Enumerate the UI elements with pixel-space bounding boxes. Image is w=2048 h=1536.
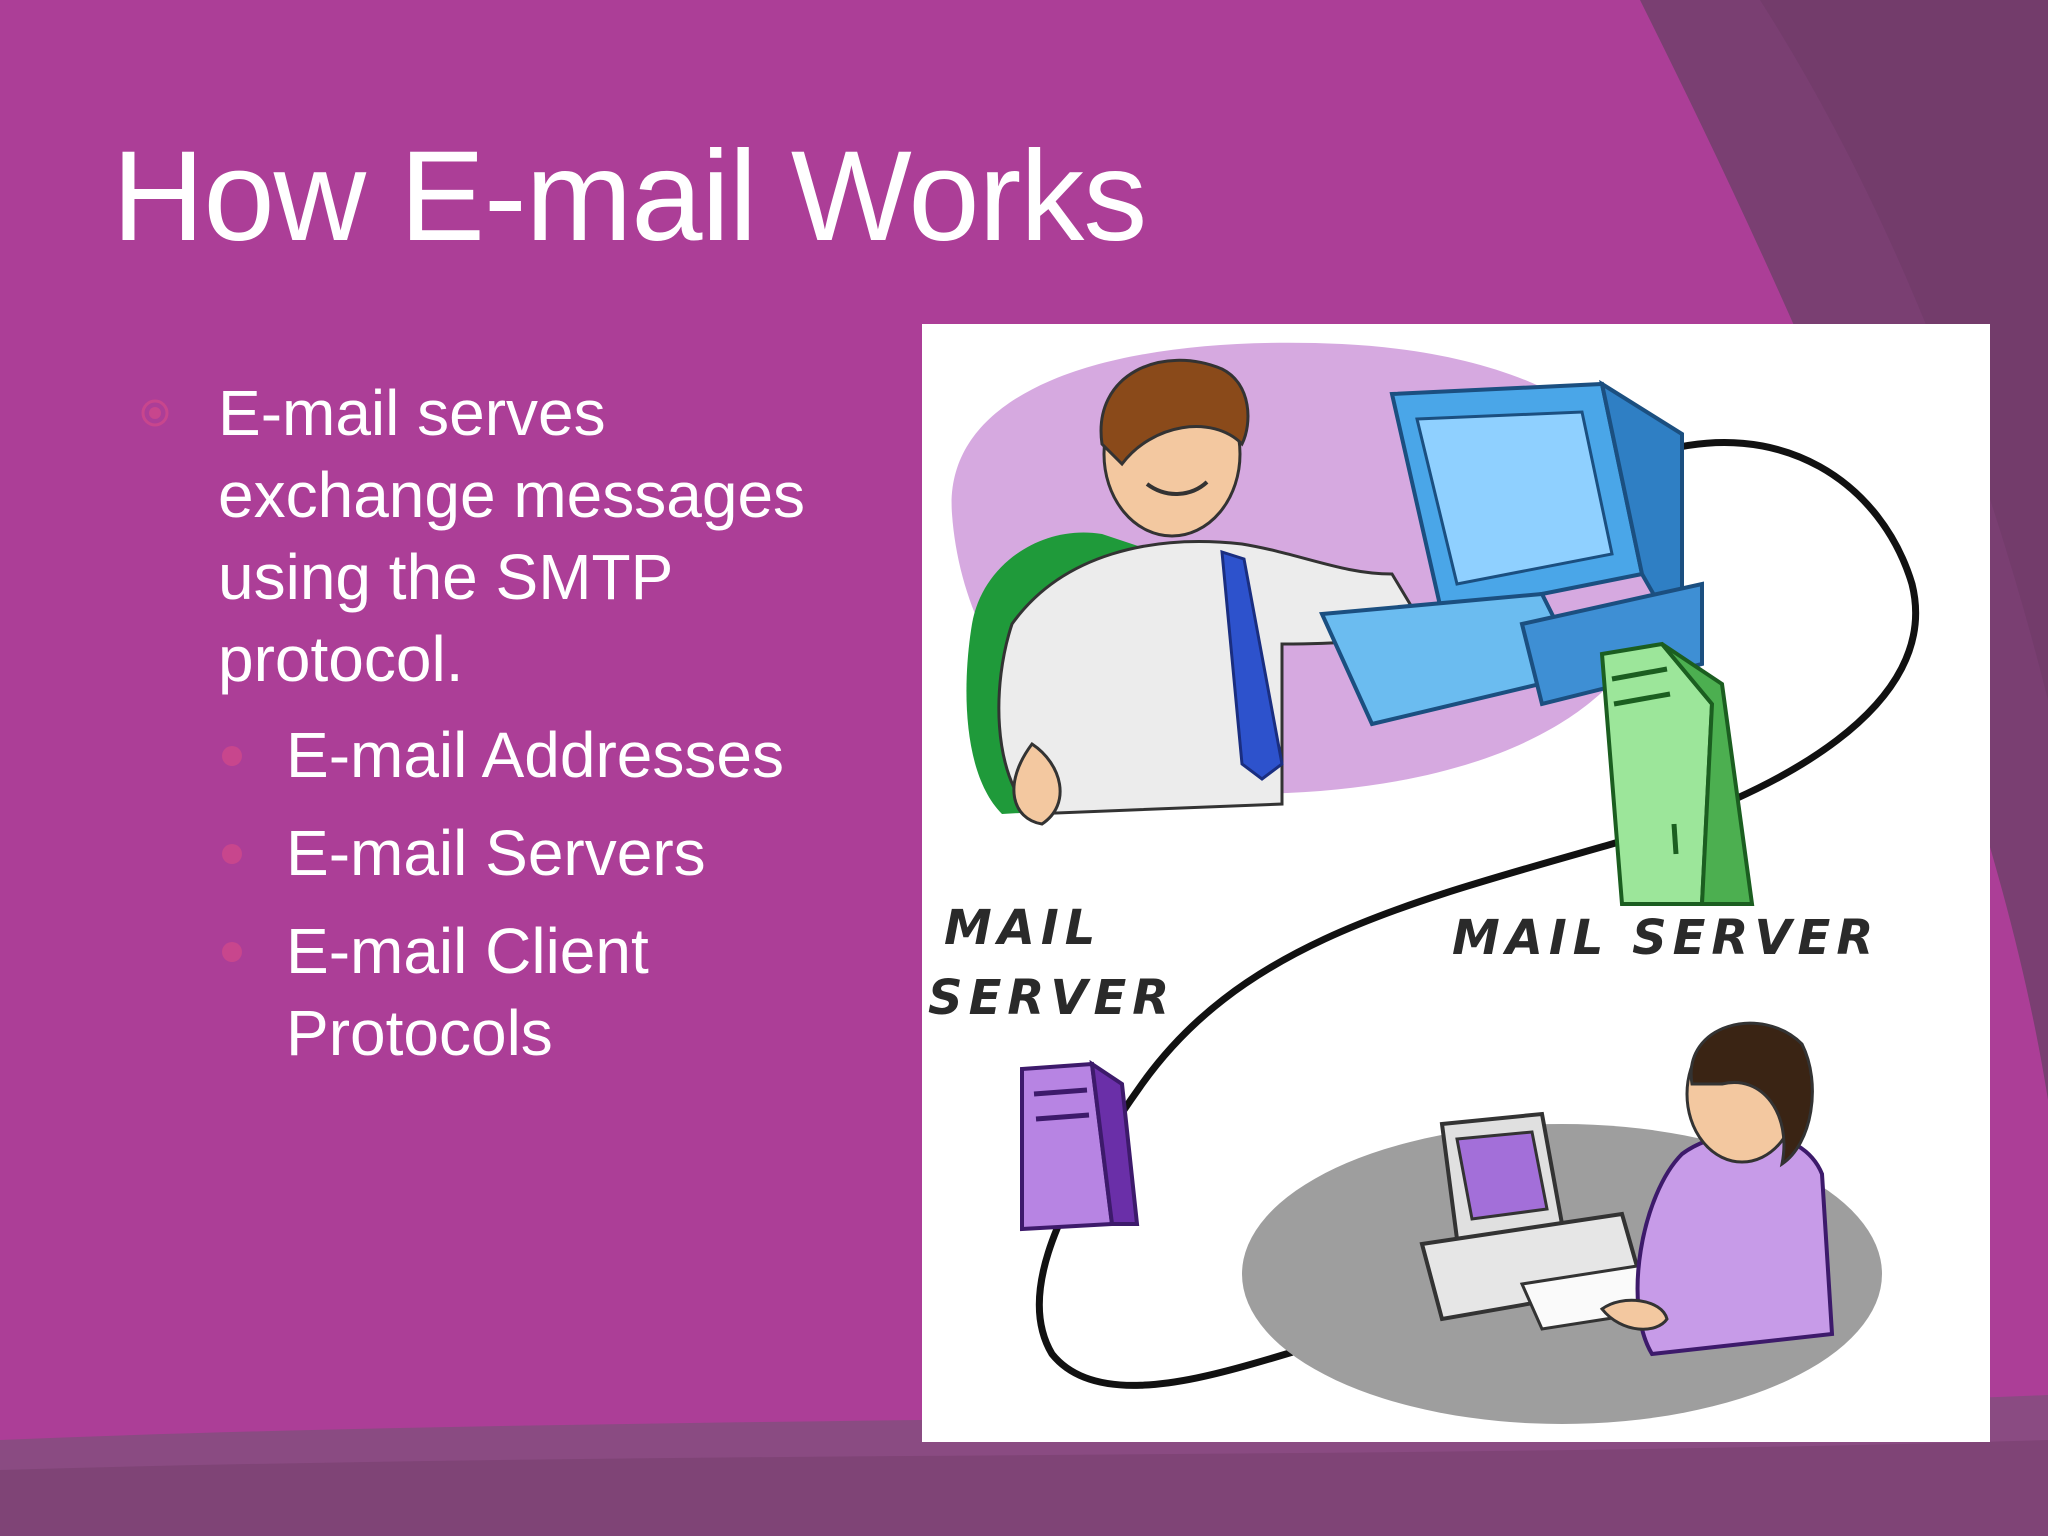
email-diagram-image: MAIL SERVER MAIL SERVER — [922, 324, 1990, 1442]
sub-bullet-text: E-mail Client Protocols — [286, 915, 649, 1069]
sub-bullet-item: E-mail Addresses — [218, 714, 860, 796]
slide-title: How E-mail Works — [112, 125, 1147, 268]
bullet-dot-icon — [222, 844, 242, 864]
sub-bullet-item: E-mail Servers — [218, 812, 860, 894]
sub-bullet-text: E-mail Addresses — [286, 719, 784, 791]
bullet-circle-icon — [141, 399, 169, 427]
main-bullet-text: E-mail serves exchange messages using th… — [218, 377, 806, 695]
bullet-dot-icon — [222, 746, 242, 766]
bullet-content: E-mail serves exchange messages using th… — [140, 372, 860, 1090]
left-server-label-line2: SERVER — [928, 970, 1175, 1026]
network-cable — [1035, 439, 1920, 1389]
sender-person — [966, 358, 1425, 826]
right-server-label: MAIL SERVER — [1452, 910, 1879, 966]
sub-bullet-text: E-mail Servers — [286, 817, 706, 889]
receiver-person — [1242, 1021, 1882, 1424]
right-server-tower — [1599, 641, 1755, 906]
main-bullet: E-mail serves exchange messages using th… — [140, 372, 860, 700]
sub-bullet-item: E-mail Client Protocols — [218, 910, 860, 1074]
bullet-dot-icon — [222, 942, 242, 962]
email-diagram-svg: MAIL SERVER MAIL SERVER — [928, 342, 1920, 1424]
left-server-label-line1: MAIL — [944, 900, 1101, 956]
sender-computer — [1319, 379, 1704, 727]
sub-bullet-list: E-mail Addresses E-mail Servers E-mail C… — [140, 714, 860, 1074]
left-server-tower — [1020, 1059, 1140, 1232]
